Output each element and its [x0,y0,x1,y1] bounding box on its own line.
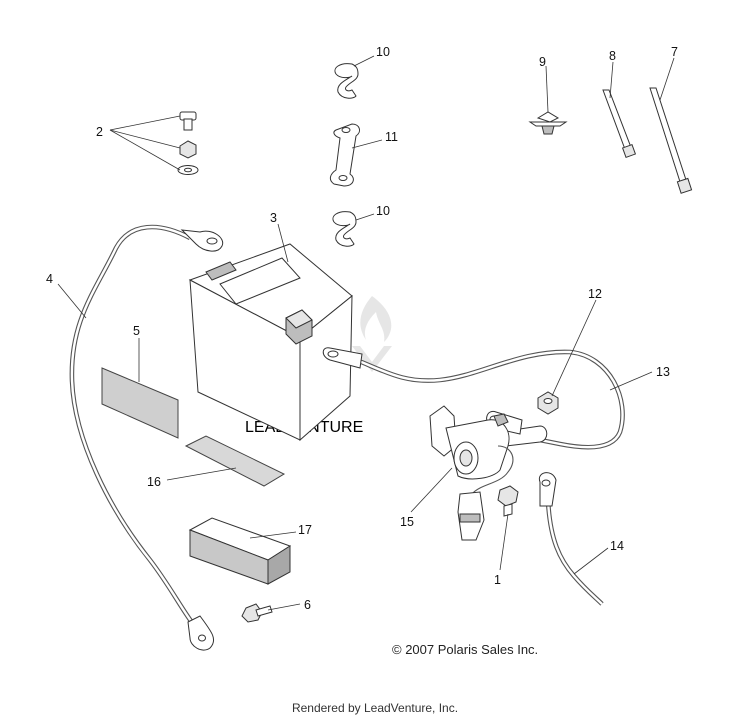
part-10-clip-lower [332,211,357,247]
part-4-cable [69,224,224,651]
callout-7: 7 [671,45,678,59]
callout-4: 4 [46,272,53,286]
part-6-bolt [241,603,273,623]
part-16-pad [184,435,286,487]
leader-lines [57,55,675,611]
part-3-battery [188,243,353,442]
callout-3: 3 [270,211,277,225]
callout-15: 15 [400,515,414,529]
callout-2: 2 [96,125,103,139]
copyright-notice: © 2007 Polaris Sales Inc. [392,642,539,657]
part-17-foam-block [188,517,292,585]
callout-labels: 2 10 11 10 3 9 8 7 4 5 12 13 15 16 17 6 … [46,45,678,612]
part-9-rivet [528,111,568,135]
part-12-nut [537,391,559,415]
part-8-cable-tie [602,89,637,159]
callout-10-lower: 10 [376,204,390,218]
part-10-clip-upper [334,63,359,99]
part-15-solenoid [429,405,514,541]
part-2-hardware [177,111,199,175]
rendered-by-footer: Rendered by LeadVenture, Inc. [291,701,459,715]
callout-10-upper: 10 [376,45,390,59]
callout-8: 8 [609,49,616,63]
callout-14: 14 [610,539,624,553]
part-1-screw [497,485,519,517]
part-14-cable [538,472,604,606]
callout-16: 16 [147,475,161,489]
callout-6: 6 [304,598,311,612]
callout-12: 12 [588,287,602,301]
part-5-pad [101,367,179,439]
callout-9: 9 [539,55,546,69]
part-7-cable-tie [649,87,693,194]
callout-17: 17 [298,523,312,537]
part-11-bracket [329,123,360,187]
callout-5: 5 [133,324,140,338]
callout-1: 1 [494,573,501,587]
callout-13: 13 [656,365,670,379]
callout-11: 11 [385,130,398,144]
